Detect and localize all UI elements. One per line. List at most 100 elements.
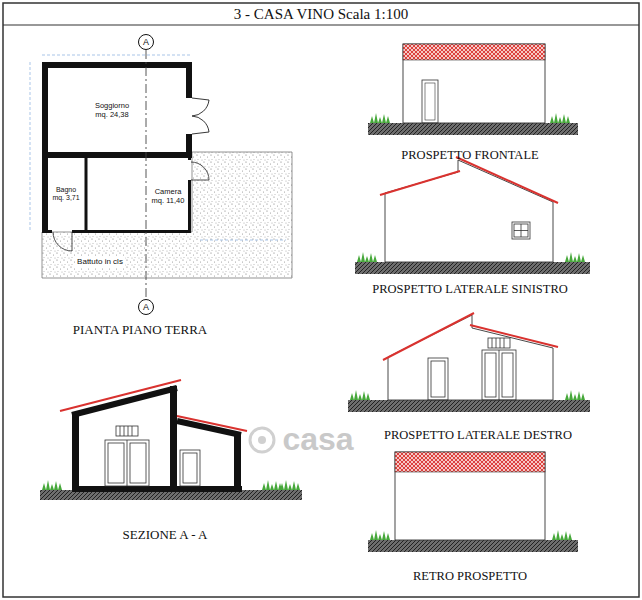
node-text: Battuto in cls <box>77 257 123 267</box>
watermark-logo <box>250 428 274 452</box>
watermark: casa <box>282 421 353 458</box>
front-elevation <box>370 113 390 123</box>
floor-plan <box>42 55 192 56</box>
floor-plan <box>30 62 31 232</box>
right-elevation <box>499 350 500 400</box>
front-elevation <box>403 44 545 60</box>
rear-elevation <box>552 530 572 540</box>
front-elevation <box>425 83 435 120</box>
front-elevation <box>403 44 545 123</box>
section-drawing <box>183 453 197 483</box>
floor-plan <box>85 158 88 231</box>
view-title: PROSPETTO LATERALE SINISTRO <box>372 282 568 297</box>
right-elevation <box>348 400 590 412</box>
floor-plan <box>188 155 191 233</box>
section-drawing <box>60 380 181 411</box>
node-text: Bagno <box>52 186 79 194</box>
section-drawing <box>72 388 177 415</box>
rear-elevation <box>395 452 545 540</box>
room-label: Soggiornomq. 24,38 <box>93 100 131 120</box>
node-text: A <box>139 300 153 314</box>
left-elevation <box>357 252 377 262</box>
section-drawing <box>105 426 200 486</box>
section-drawing <box>180 450 200 486</box>
front-elevation <box>550 113 570 123</box>
front-elevation <box>422 80 438 123</box>
floor-plan <box>192 98 209 134</box>
floor-plan <box>72 232 73 251</box>
right-elevation <box>431 361 445 397</box>
right-elevation <box>350 390 370 400</box>
left-elevation <box>456 157 558 203</box>
right-elevation <box>502 353 513 397</box>
floor-plan <box>192 116 209 132</box>
view-title: SEZIONE A - A <box>123 527 208 543</box>
section-drawing <box>105 440 149 486</box>
section-drawing <box>127 440 128 486</box>
view-title: PROSPETTO LATERALE DESTRO <box>384 428 572 443</box>
section-marker: A <box>138 299 154 315</box>
section-drawing <box>72 412 79 488</box>
right-elevation <box>428 358 448 400</box>
right-elevation <box>492 338 504 348</box>
left-elevation <box>512 222 530 239</box>
floor-plan <box>45 65 189 155</box>
floor-plan <box>42 230 191 233</box>
node-text: mq. 3,71 <box>52 194 79 202</box>
section-drawing <box>108 443 124 483</box>
node-text: Soggiorno <box>95 101 129 110</box>
section-drawing <box>170 386 177 488</box>
room-label: Cameramq. 11,40 <box>150 186 187 206</box>
front-elevation <box>368 44 578 135</box>
watermark-logo <box>258 436 266 444</box>
left-elevation <box>565 252 585 262</box>
left-elevation <box>385 160 553 262</box>
floor-plan <box>30 55 286 240</box>
left-elevation <box>380 171 460 195</box>
rear-elevation <box>368 452 578 552</box>
floor-plan <box>200 240 286 241</box>
view-title: PIANTA PIANO TERRA <box>73 322 208 338</box>
floor-plan <box>191 180 209 181</box>
room-label: Bagnomq. 3,71 <box>50 185 81 204</box>
right-elevation <box>428 338 516 400</box>
floor-plan <box>42 152 292 278</box>
section-drawing <box>120 426 132 436</box>
watermark-logo <box>250 428 274 452</box>
floor-plan <box>42 155 48 233</box>
section-drawing <box>280 480 300 490</box>
right-elevation <box>388 315 553 400</box>
node-text: mq. 11,40 <box>152 196 185 205</box>
node-text: mq. 24,38 <box>95 110 129 119</box>
right-elevation <box>488 338 510 348</box>
left-elevation <box>514 224 528 237</box>
section-drawing <box>116 426 138 436</box>
left-elevation <box>514 230 528 231</box>
floor-plan <box>53 162 209 251</box>
left-elevation <box>355 262 590 274</box>
right-elevation <box>348 313 590 412</box>
sheet-title: 3 - CASA VINO Scala 1:100 <box>234 6 408 23</box>
sheet-frame <box>3 3 639 597</box>
front-elevation <box>368 123 578 135</box>
right-elevation <box>482 350 516 400</box>
section-drawing <box>40 380 302 500</box>
right-elevation <box>565 390 585 400</box>
rear-elevation <box>368 540 578 552</box>
floor-plan <box>48 158 186 231</box>
sheet-frame <box>3 24 639 25</box>
sheet-frame <box>3 3 639 597</box>
view-title: PROSPETTO FRONTALE <box>401 148 538 163</box>
view-title: RETRO PROSPETTO <box>413 569 527 584</box>
floor-plan <box>192 100 209 116</box>
section-marker: A <box>138 34 154 50</box>
section-drawing <box>262 480 282 490</box>
floor-plan <box>191 162 209 180</box>
right-elevation <box>485 353 496 397</box>
floor-plan <box>192 98 209 134</box>
rear-elevation <box>395 452 545 472</box>
section-drawing <box>177 416 247 431</box>
